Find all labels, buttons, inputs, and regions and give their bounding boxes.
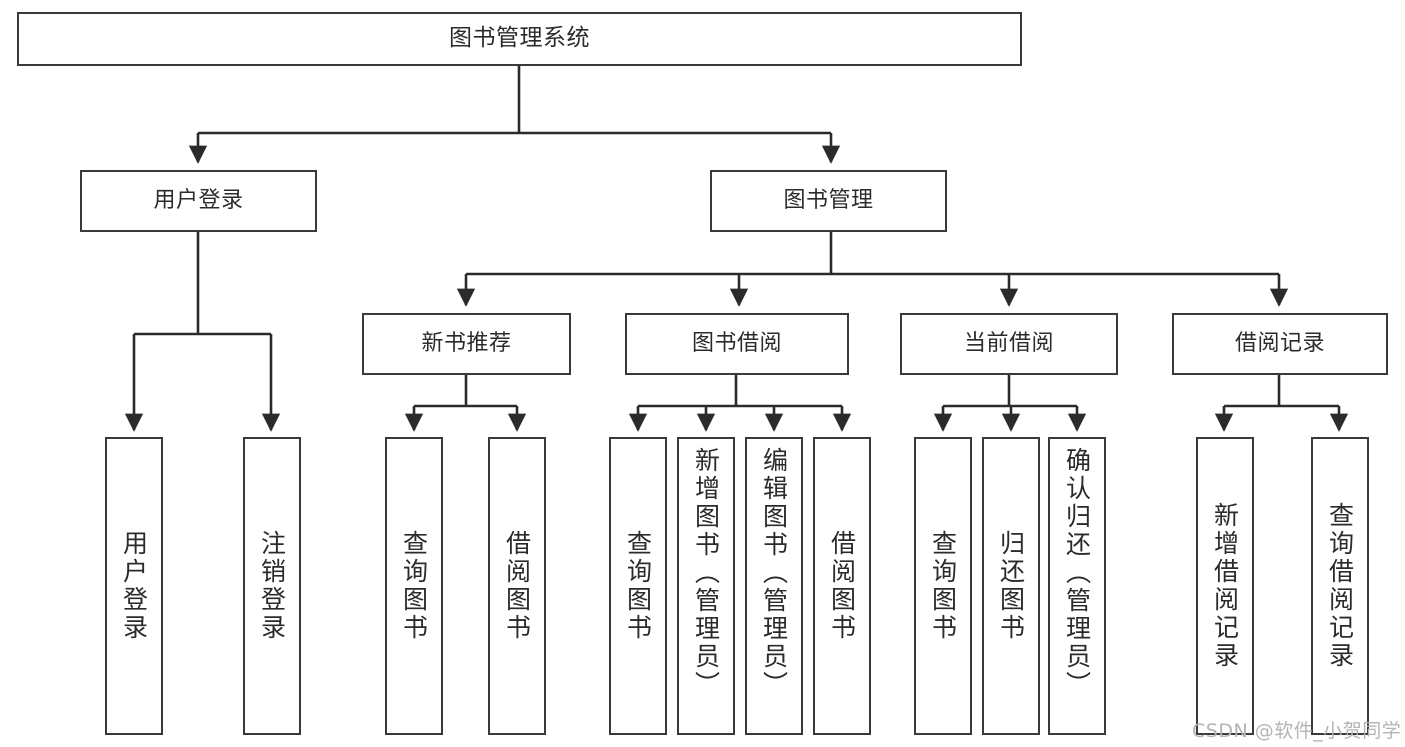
node-borrow-record[interactable]: 借阅记录 <box>1172 313 1388 375</box>
node-label: 编辑图书（管理员） <box>759 447 789 699</box>
leaf-confirm-return[interactable]: 确认归还（管理员） <box>1048 437 1106 735</box>
node-label: 当前借阅 <box>963 331 1054 357</box>
csdn-watermark: CSDN @软件_小贺同学 <box>1192 720 1402 742</box>
node-label: 查询图书 <box>399 530 429 642</box>
node-label: 确认归还（管理员） <box>1062 447 1092 699</box>
node-label: 注销登录 <box>257 530 287 642</box>
node-book-management[interactable]: 图书管理 <box>710 170 947 232</box>
node-label: 图书管理 <box>783 188 874 214</box>
node-new-book-recommend[interactable]: 新书推荐 <box>362 313 571 375</box>
node-user-login[interactable]: 用户登录 <box>80 170 317 232</box>
node-label: 借阅图书 <box>827 530 857 642</box>
leaf-query-book-recommend[interactable]: 查询图书 <box>385 437 443 735</box>
node-label: 图书管理系统 <box>449 25 590 52</box>
leaf-query-book-current[interactable]: 查询图书 <box>914 437 972 735</box>
node-label: 查询借阅记录 <box>1325 502 1355 670</box>
node-label: 新书推荐 <box>421 331 512 357</box>
node-book-borrow[interactable]: 图书借阅 <box>625 313 849 375</box>
node-label: 查询图书 <box>928 530 958 642</box>
node-label: 图书借阅 <box>691 331 782 357</box>
leaf-return-book[interactable]: 归还图书 <box>982 437 1040 735</box>
leaf-borrow-book[interactable]: 借阅图书 <box>813 437 871 735</box>
leaf-edit-book[interactable]: 编辑图书（管理员） <box>745 437 803 735</box>
node-label: 新增图书（管理员） <box>691 447 721 699</box>
node-label: 借阅记录 <box>1234 331 1325 357</box>
leaf-add-borrow-record[interactable]: 新增借阅记录 <box>1196 437 1254 735</box>
leaf-query-book-borrow[interactable]: 查询图书 <box>609 437 667 735</box>
node-label: 归还图书 <box>996 530 1026 642</box>
leaf-borrow-book-recommend[interactable]: 借阅图书 <box>488 437 546 735</box>
node-root-system[interactable]: 图书管理系统 <box>17 12 1022 66</box>
node-current-borrow[interactable]: 当前借阅 <box>900 313 1118 375</box>
node-label: 用户登录 <box>119 530 149 642</box>
leaf-add-book[interactable]: 新增图书（管理员） <box>677 437 735 735</box>
node-label: 查询图书 <box>623 530 653 642</box>
node-label: 用户登录 <box>153 188 244 214</box>
node-label: 新增借阅记录 <box>1210 502 1240 670</box>
leaf-user-login[interactable]: 用户登录 <box>105 437 163 735</box>
leaf-logout[interactable]: 注销登录 <box>243 437 301 735</box>
node-label: 借阅图书 <box>502 530 532 642</box>
leaf-query-borrow-record[interactable]: 查询借阅记录 <box>1311 437 1369 735</box>
